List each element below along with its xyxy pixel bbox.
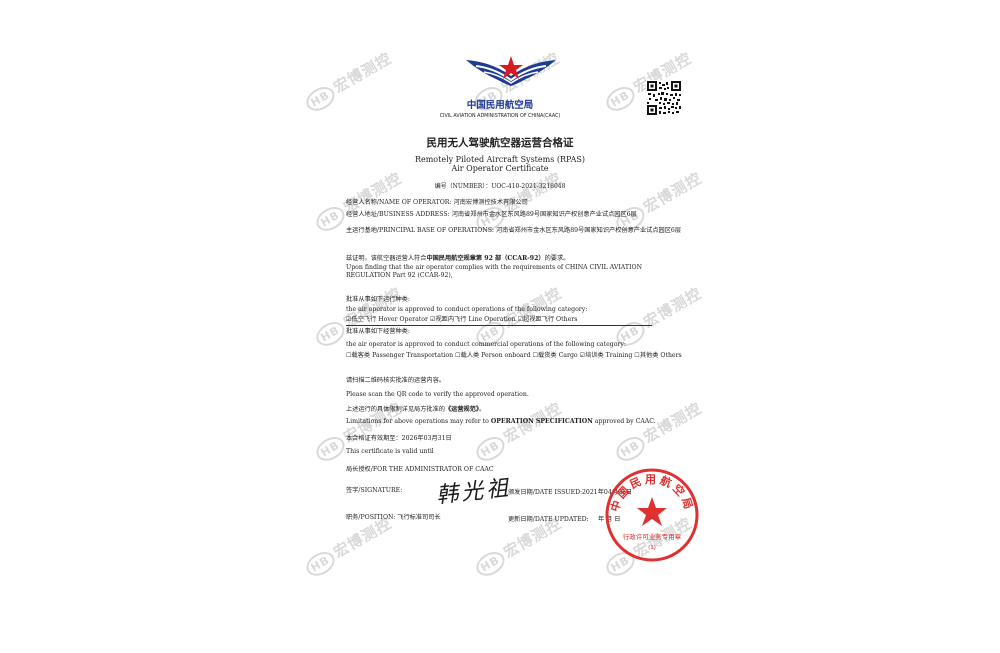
seal-number: (1): [648, 545, 656, 551]
compliance-en: Upon finding that the air operator compl…: [346, 264, 642, 279]
approval-commercial-items: ☐载客类 Passenger Transportation ☐载人类 Perso…: [346, 352, 682, 359]
approval-commercial-cn: 批准从事如下经营种类:: [346, 328, 410, 335]
official-seal-icon: 中国民用航空局 行政许可业务专用章 (1): [605, 468, 699, 562]
divider: [346, 325, 652, 326]
caac-emblem-icon: [466, 56, 556, 86]
validity-cn: 本合格证有效期至：2026年03月31日: [346, 435, 452, 442]
watermark: HB宏博测控: [471, 397, 565, 466]
agency-name-cn: 中国民用航空局: [466, 100, 534, 111]
limitations-cn: 上述运行的具体限制详见局方批准的《运营规范》。: [346, 406, 486, 413]
certificate-title-en-line1: Remotely Piloted Aircraft Systems (RPAS): [414, 155, 586, 164]
position: 职务/POSITION: 飞行标准司司长: [346, 514, 441, 521]
certificate-number: 编号（NUMBER）：UOC-410-2021-3218048: [434, 183, 566, 190]
qr-note-cn: 请扫描二维码核实批准的运营内容。: [346, 377, 445, 384]
validity-en: This certificate is valid until: [346, 448, 434, 455]
signature-label: 签字/SIGNATURE:: [346, 487, 403, 494]
approval-ops-en: the air operator is approved to conduct …: [346, 306, 588, 313]
watermark: HB宏博测控: [611, 282, 705, 351]
date-updated-label: 更新日期/DATE UPDATED:: [508, 516, 589, 523]
agency-name-en: CIVIL AVIATION ADMINISTRATION OF CHINA(C…: [439, 114, 561, 119]
date-issued-label: 颁发日期/DATE ISSUED:: [508, 489, 583, 496]
qr-note-en: Please scan the QR code to verify the ap…: [346, 391, 529, 398]
operator-address: 经营人地址/BUSINESS ADDRESS: 河南省郑州市金水区东风路89号国…: [346, 211, 637, 218]
date-issued-value: 2021年04月01日: [582, 489, 633, 496]
handwritten-signature: 韩 光 祖: [435, 476, 508, 509]
approval-ops-items: ☑低空飞行 Hover Operator ☑视距内飞行 Line Operati…: [346, 316, 578, 323]
watermark: HB宏博测控: [611, 397, 705, 466]
approval-ops-cn: 批准从事如下运行种类:: [346, 296, 410, 303]
operator-name: 经营人名称/NAME OF OPERATOR: 河南宏博测控技术有限公司: [346, 199, 528, 206]
approval-commercial-en: the air operator is approved to conduct …: [346, 341, 626, 348]
principal-base: 主运行基地/PRINCIPAL BASE OF OPERATIONS: 河南省郑…: [346, 227, 682, 234]
on-behalf-of: 局长授权/FOR THE ADMINISTRATOR OF CAAC: [346, 466, 494, 473]
compliance-cn: 兹证明，该航空器运营人符合中国民用航空规章第 92 部（CCAR-92）的要求。: [346, 255, 570, 262]
watermark: HB宏博测控: [301, 512, 395, 581]
qr-code-icon: [646, 80, 682, 116]
certificate-title-en-line2: Air Operator Certificate: [451, 164, 549, 173]
date-updated-value: 年 月 日: [598, 516, 621, 523]
limitations-en: Limitations for above operations may ref…: [346, 418, 656, 425]
seal-text-bottom: 行政许可业务专用章: [623, 532, 682, 541]
certificate-title-cn: 民用无人驾驶航空器运营合格证: [426, 137, 574, 149]
watermark: HB宏博测控: [611, 167, 705, 236]
